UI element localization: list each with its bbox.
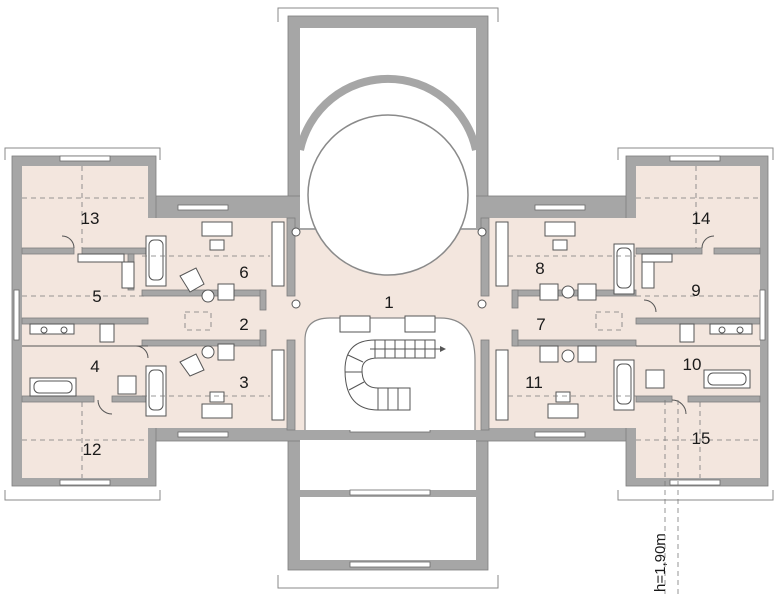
rotunda: [296, 74, 480, 276]
room-number-9: 9: [691, 281, 700, 300]
room-number-10: 10: [683, 355, 702, 374]
room-number-1: 1: [384, 293, 393, 312]
room-number-11: 11: [525, 373, 543, 392]
height-label: h=1,90m: [652, 533, 669, 592]
height-annotation: h=1,90m: [652, 400, 679, 598]
furniture-right-wing: [636, 166, 760, 478]
furniture-left-block: [142, 221, 285, 421]
room-number-12: 12: [83, 440, 102, 459]
staircase: [304, 315, 476, 430]
eave-outlines: [4, 7, 774, 589]
room-number-7: 7: [536, 315, 545, 334]
room-number-14: 14: [692, 209, 711, 228]
windows: [13, 155, 766, 568]
room-number-5: 5: [92, 287, 101, 306]
room-number-13: 13: [81, 209, 100, 228]
room-number-8: 8: [535, 259, 544, 278]
room-number-4: 4: [90, 357, 99, 376]
room-number-2: 2: [239, 315, 248, 334]
columns: [291, 227, 487, 309]
room-number-6: 6: [239, 263, 248, 282]
room-labels: 1 2 3 4 5 6 7 8 9 10 11 12 13 14 15: [81, 209, 711, 459]
room-number-3: 3: [239, 373, 248, 392]
furniture-right-block: [495, 221, 636, 421]
room-number-15: 15: [692, 429, 711, 448]
furniture-left-wing: [22, 166, 149, 478]
